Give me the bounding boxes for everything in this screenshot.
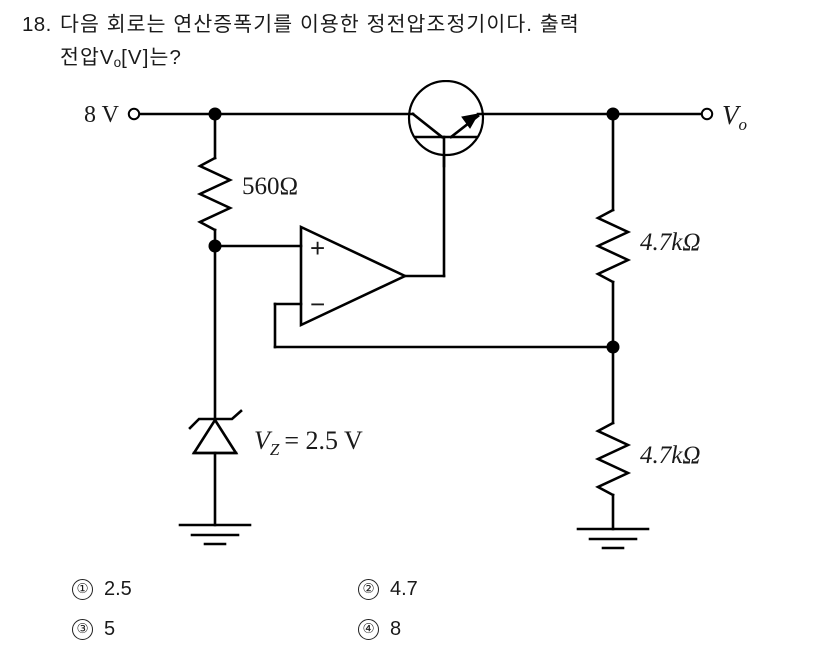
label-output-voltage-main: V: [722, 100, 742, 130]
opamp-triangle: [299, 224, 409, 328]
question-line-1: 18. 다음 회로는 연산증폭기를 이용한 정전압조정기이다. 출력: [22, 8, 802, 41]
opamp-minus-label: −: [310, 289, 325, 319]
resistor-4k7-upper-zigzag: [594, 208, 632, 284]
transistor-envelope: [407, 80, 485, 157]
choice-text-4: 8: [390, 618, 402, 640]
label-zener-v-value: = 2.5 V: [284, 426, 363, 455]
choice-text-2: 4.7: [390, 578, 418, 600]
circuit-diagram: 8 V Vo 560Ω 4.7kΩ 4.7kΩ VZ= 2.5 V + −: [0, 80, 826, 570]
choice-marker-4: ④: [358, 619, 379, 640]
question-number: 18.: [22, 13, 52, 36]
transistor-emitter-arrow: [461, 113, 479, 129]
question-block: 18. 다음 회로는 연산증폭기를 이용한 정전압조정기이다. 출력 전압 Vo…: [22, 8, 802, 76]
choice-marker-2: ②: [358, 579, 379, 600]
terminal-supply-open-circle: [127, 107, 141, 121]
label-output-voltage-sub: o: [739, 115, 748, 134]
answer-choice-2[interactable]: ② 4.7: [358, 578, 418, 601]
question-text-line2-prefix: 전압: [60, 46, 100, 69]
zener-anode-triangle: [191, 417, 239, 455]
junction-dot-divider-mid: [208, 239, 222, 253]
label-zener-v-main: V: [254, 426, 273, 455]
answer-choice-3[interactable]: ③ 5: [72, 618, 115, 641]
junction-dot-supply-node: [208, 107, 222, 121]
choice-text-3: 5: [104, 618, 116, 640]
label-resistor-4k7-lower: 4.7kΩ: [640, 442, 700, 469]
label-resistor-560: 560Ω: [242, 173, 298, 200]
label-resistor-4k7-upper: 4.7kΩ: [640, 229, 700, 256]
question-text-line2-suffix: [V]는?: [121, 46, 182, 69]
answer-choice-4[interactable]: ④ 8: [358, 618, 401, 641]
question-vo-sub: o: [113, 55, 122, 70]
junction-dot-feedback-node: [606, 340, 620, 354]
junction-dot-output-node: [606, 107, 620, 121]
question-vo-symbol: Vo: [100, 41, 121, 76]
circuit-schematic: 8 V Vo 560Ω 4.7kΩ 4.7kΩ VZ= 2.5 V + −: [84, 80, 747, 550]
answer-choices: ① 2.5 ② 4.7 ③ 5 ④ 8: [0, 572, 826, 654]
label-zener-voltage: VZ= 2.5 V: [254, 426, 363, 459]
terminal-output-open-circle: [700, 107, 714, 121]
resistor-4k7-lower-zigzag: [594, 421, 632, 497]
choice-marker-1: ①: [72, 579, 93, 600]
label-supply-voltage: 8 V: [84, 102, 120, 128]
transistor-collector-lead: [411, 112, 444, 139]
question-text-line1: 다음 회로는 연산증폭기를 이용한 정전압조정기이다. 출력: [60, 13, 580, 36]
label-output-voltage: Vo: [722, 100, 747, 134]
opamp-plus-label: +: [310, 233, 325, 263]
resistor-560-zigzag: [196, 156, 234, 232]
answer-choice-1[interactable]: ① 2.5: [72, 578, 132, 601]
choice-marker-3: ③: [72, 619, 93, 640]
question-line-2: 전압 Vo[V]는?: [22, 41, 802, 76]
label-zener-v-sub: Z: [270, 440, 280, 459]
choice-text-1: 2.5: [104, 578, 132, 600]
question-vo-main: V: [99, 46, 114, 69]
